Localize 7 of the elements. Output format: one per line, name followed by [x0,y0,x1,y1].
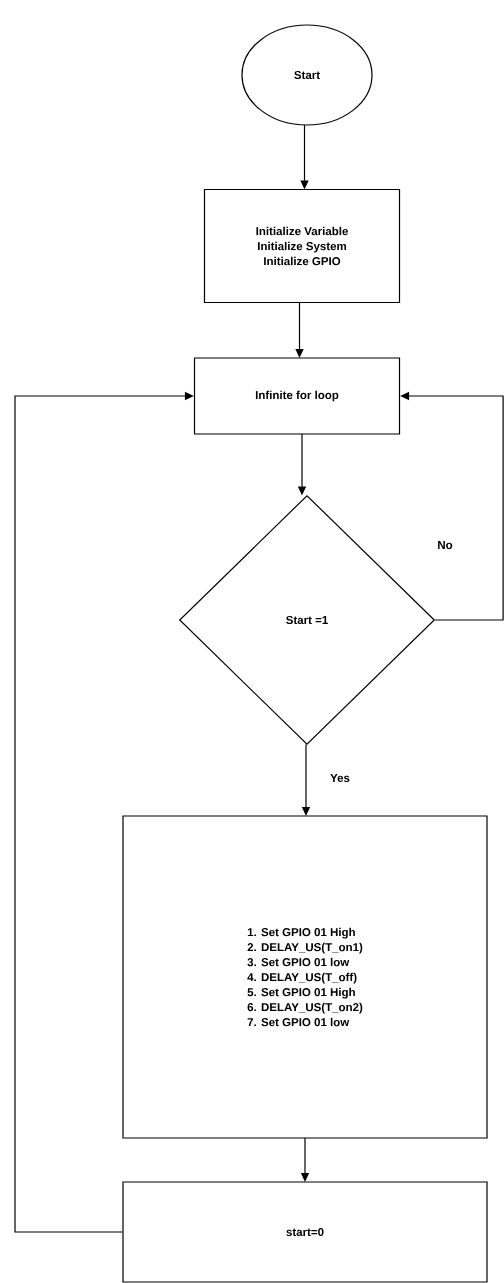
process-box: start=0 [122,1181,488,1283]
edge-label: No [436,540,454,550]
edge-label: Yes [329,773,351,783]
process-box: Infinite for loop [193,357,401,435]
process-box: 1. Set GPIO 01 High 2. DELAY_US(T_on1) 3. Set GPIO 01 low 4. DELAY_US(T_off) 5. Set GPIO 01 High 6. DELAY_US(T_on2) 7. Set GPIO 01 low [122,815,488,1139]
process-box: Initialize Variable Initialize System Initialize GPIO [203,188,401,304]
arrow [295,301,304,358]
